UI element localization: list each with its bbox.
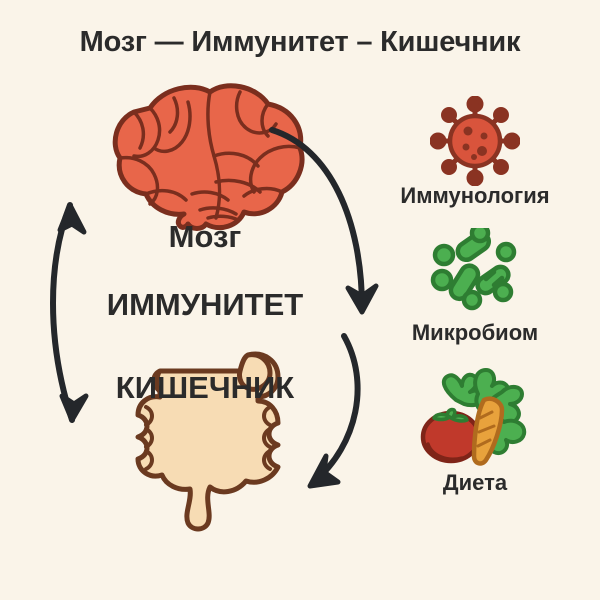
left-double-arrow bbox=[50, 202, 89, 423]
side-label-immunology: Иммунология bbox=[400, 183, 550, 208]
side-label-microbiome: Микробиом bbox=[411, 320, 539, 345]
center-label-gut: КИШЕЧНИК bbox=[115, 370, 295, 405]
brain-icon bbox=[112, 83, 305, 231]
bacteria-icon bbox=[430, 228, 517, 311]
page-title: Мозг — Иммунитет – Кишечник bbox=[79, 26, 521, 58]
center-label-brain: Мозг bbox=[168, 219, 242, 254]
top-right-arrow bbox=[269, 127, 379, 315]
vegetables-icon bbox=[420, 368, 527, 466]
center-label-immunity: ИММУНИТЕТ bbox=[106, 287, 304, 322]
bottom-right-arrow bbox=[307, 333, 361, 489]
intestine-icon bbox=[135, 351, 281, 532]
side-label-diet: Диета bbox=[442, 470, 508, 495]
virus-icon bbox=[430, 96, 520, 186]
